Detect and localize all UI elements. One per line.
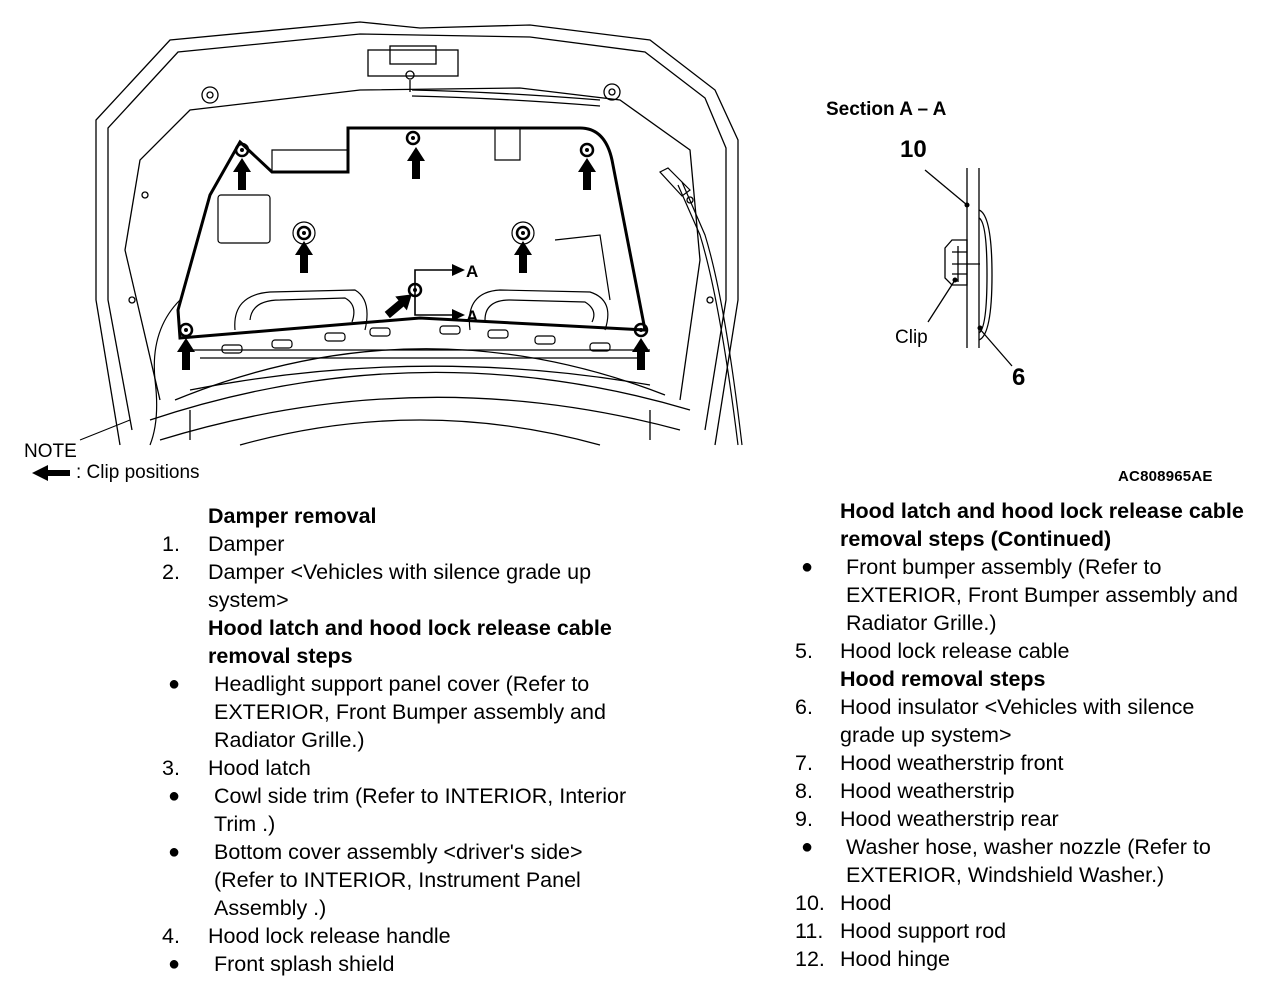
list-item: 12.Hood hinge [795,947,950,971]
hood-inner-panels [190,128,650,359]
list-item: 10.Hood [795,891,892,915]
section-cut-line [414,269,455,316]
list-item: Damper removal [208,504,377,528]
clip-legend: : Clip positions [32,462,200,484]
list-item: 5.Hood lock release cable [795,639,1070,663]
list-item: ●Front splash shield [168,952,395,976]
note-label: NOTE [24,441,77,462]
list-item: 2.Damper <Vehicles with silence grade up… [162,560,592,612]
release-cable [149,167,743,446]
hood-outline [95,21,739,446]
callout-6: 6 [1012,364,1026,391]
steps-list-left: Damper removal 1.Damper 2.Damper <Vehicl… [162,502,632,978]
steps-list-right: Hood latch and hood lock release cable r… [795,497,1255,973]
list-item: 3.Hood latch [162,756,311,780]
front-edge-slots [221,325,611,354]
list-item: 4.Hood lock release handle [162,924,451,948]
figure-code: AC808965AE [1118,468,1213,485]
list-item: Hood latch and hood lock release cable r… [208,616,612,668]
list-item: 1.Damper [162,532,285,556]
list-item: ●Cowl side trim (Refer to INTERIOR, Inte… [168,784,627,836]
list-item: 7.Hood weatherstrip front [795,751,1064,775]
list-item: 9.Hood weatherstrip rear [795,807,1059,831]
list-item: 11.Hood support rod [795,919,1007,943]
left-arrow-icon [32,465,70,481]
clip-label: Clip [895,327,928,348]
list-item: ●Washer hose, washer nozzle (Refer to EX… [801,835,1211,887]
list-item: Hood latch and hood lock release cable r… [840,499,1244,551]
list-item: ●Front bumper assembly (Refer to EXTERIO… [801,555,1238,635]
section-marker-bottom: A [466,307,478,326]
list-item: ●Bottom cover assembly <driver's side> (… [168,840,583,920]
hood-illustration: A A [79,21,1013,446]
clip-legend-text: : Clip positions [76,462,200,483]
clip-position-arrows [177,147,650,370]
hood-insulator-outline [176,126,647,340]
list-item: ●Headlight support panel cover (Refer to… [168,672,606,752]
section-title: Section A – A [826,99,947,120]
list-item: 8.Hood weatherstrip [795,779,1015,803]
callout-10: 10 [900,136,927,163]
list-item: 6.Hood insulator <Vehicles with silence … [795,695,1195,747]
list-item: Hood removal steps [840,667,1046,691]
hood-diagram: A A Section A – A 10 6 Clip NOTE : Clip … [24,21,1213,485]
section-marker-top: A [466,262,478,281]
section-a-a-detail [924,168,1013,367]
latch-area [128,45,714,304]
